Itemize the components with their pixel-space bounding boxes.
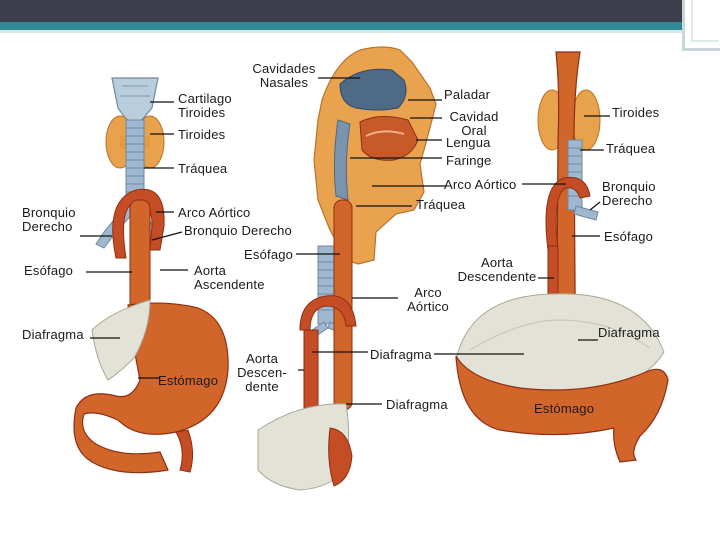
label-tiroides-left: Tiroides	[178, 127, 226, 142]
label-aorta-descendente-left: Aorta Descen- dente	[234, 352, 290, 394]
leader-lines	[80, 77, 610, 405]
label-line: dente	[245, 379, 279, 394]
label-line: Descendente	[457, 269, 537, 284]
label-arco-aortico-middle: Arco Aórtico	[444, 177, 517, 192]
label-line: Aórtico	[407, 299, 449, 314]
label-bronquio-derecho-right: Bronquio Derecho	[602, 180, 656, 208]
slide-accent-strip	[0, 22, 720, 30]
label-line: Derecho	[602, 193, 653, 208]
label-aorta-descendente-right: Aorta Descendente	[454, 256, 540, 284]
label-line: Bronquio	[22, 205, 76, 220]
label-diafragma-lower: Diafragma	[386, 397, 448, 412]
label-arco-aortico-left: Arco Aórtico	[178, 205, 251, 220]
label-line: Descen-	[237, 365, 287, 380]
label-esofago-top: Esófago	[244, 247, 294, 262]
label-lengua: Lengua	[446, 135, 491, 150]
label-traquea-middle: Tráquea	[416, 197, 466, 212]
label-cartilago-tiroides: Cartilago Tiroides	[178, 92, 232, 120]
right-figure	[455, 51, 669, 463]
label-estomago-right: Estómago	[534, 401, 595, 416]
label-line: Aorta	[245, 351, 279, 366]
label-cavidades-nasales: Cavidades Nasales	[246, 62, 322, 90]
label-line: Derecho	[22, 219, 73, 234]
label-diafragma-right: Diafragma	[598, 325, 660, 340]
left-figure	[73, 77, 229, 474]
label-line: Bronquio	[602, 179, 656, 194]
label-line: Ascendente	[194, 277, 265, 292]
label-cavidad-oral: Cavidad Oral	[444, 110, 504, 138]
label-line: Nasales	[259, 75, 309, 90]
label-line: Arco	[414, 285, 442, 300]
label-line: Aorta	[480, 255, 514, 270]
label-line: Oral	[461, 123, 487, 138]
label-esofago-right: Esófago	[604, 229, 654, 244]
label-diafragma-left: Diafragma	[22, 327, 84, 342]
label-paladar: Paladar	[444, 87, 491, 102]
label-traquea-left: Tráquea	[178, 161, 228, 176]
label-line: Aorta	[194, 263, 227, 278]
label-tiroides-right: Tiroides	[612, 105, 660, 120]
label-faringe: Faringe	[446, 153, 492, 168]
slide-accent-line	[0, 30, 720, 33]
slide-header-bar	[0, 0, 720, 22]
label-esofago-left: Esófago	[24, 263, 74, 278]
label-bronquio-derecho-left: Bronquio Derecho	[22, 206, 76, 234]
label-aorta-ascendente: Aorta Ascendente	[194, 264, 265, 292]
slide-corner-decoration	[682, 0, 720, 51]
label-estomago-left: Estómago	[158, 373, 219, 388]
label-line: Cartilago	[178, 91, 232, 106]
label-traquea-right: Tráquea	[606, 141, 656, 156]
middle-figure	[257, 46, 437, 491]
label-line: Cavidad	[449, 109, 499, 124]
label-line: Tiroides	[178, 105, 226, 120]
label-diafragma-middle: Diafragma	[370, 347, 432, 362]
label-line: Cavidades	[252, 61, 316, 76]
label-arco-aortico-lower: Arco Aórtico	[402, 286, 454, 314]
label-bronquio-derecho: Bronquio Derecho	[184, 223, 292, 238]
